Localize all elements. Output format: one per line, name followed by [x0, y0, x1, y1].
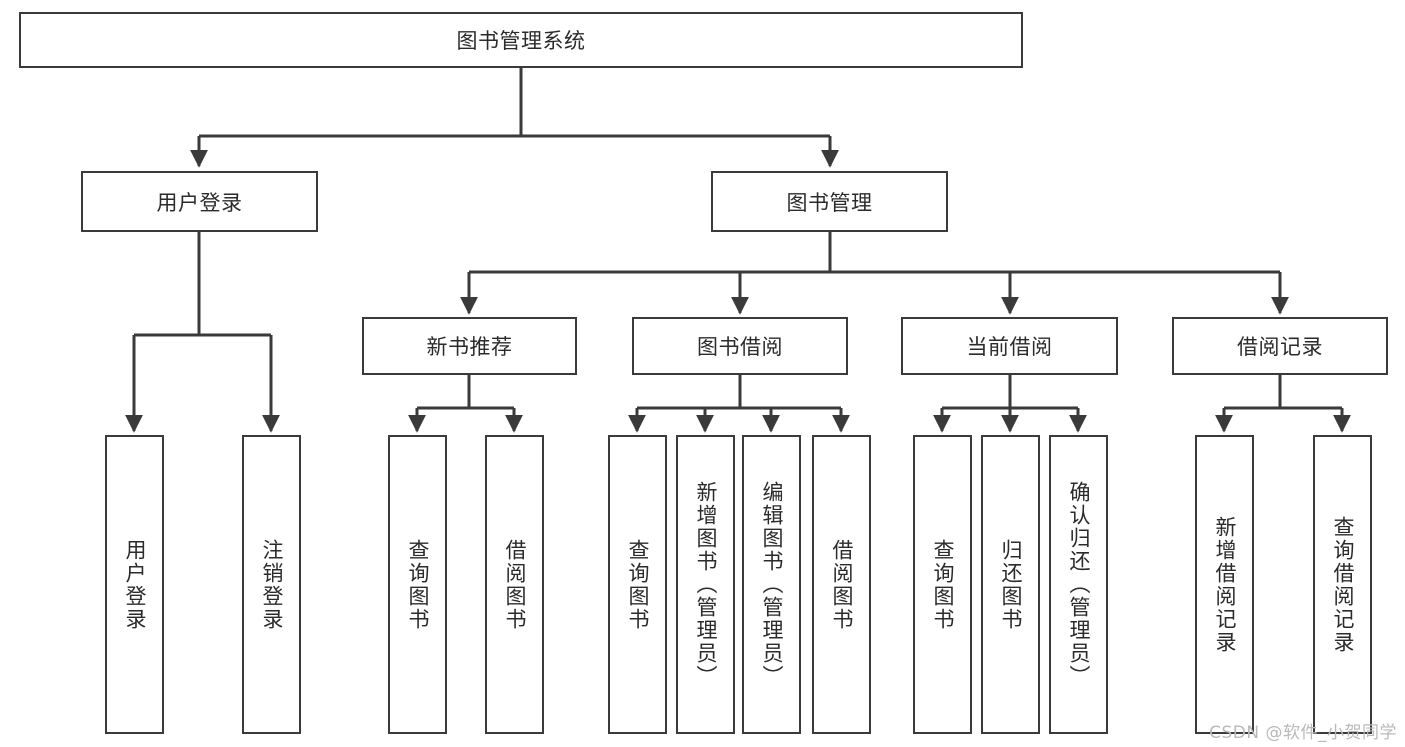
node-leaf-borrow-book-2[interactable]: 借阅图书 [812, 435, 871, 734]
node-label: 编辑图书（管理员） [759, 481, 784, 688]
node-leaf-add-book-admin[interactable]: 新增图书（管理员） [676, 435, 735, 734]
node-leaf-user-login[interactable]: 用户登录 [105, 435, 164, 734]
node-current-borrow[interactable]: 当前借阅 [901, 317, 1118, 375]
node-leaf-borrow-book-1[interactable]: 借阅图书 [485, 435, 544, 734]
node-label: 当前借阅 [966, 335, 1053, 359]
node-user-login[interactable]: 用户登录 [81, 171, 318, 232]
node-label: 图书管理 [786, 190, 873, 215]
node-leaf-return-book[interactable]: 归还图书 [981, 435, 1040, 734]
node-label: 查询图书 [625, 538, 650, 631]
node-label: 图书借阅 [697, 335, 783, 359]
node-label: 确认归还（管理员） [1066, 481, 1091, 688]
node-label: 用户登录 [122, 538, 147, 631]
node-leaf-add-borrow-record[interactable]: 新增借阅记录 [1195, 435, 1254, 734]
node-leaf-edit-book-admin[interactable]: 编辑图书（管理员） [742, 435, 801, 734]
node-label: 查询借阅记录 [1330, 515, 1355, 654]
node-leaf-confirm-return-admin[interactable]: 确认归还（管理员） [1049, 435, 1108, 734]
node-label: 借阅图书 [829, 538, 854, 631]
node-label: 借阅图书 [502, 538, 527, 631]
node-book-management-system[interactable]: 图书管理系统 [19, 12, 1023, 68]
node-label: 新增图书（管理员） [693, 481, 718, 688]
node-label: 新书推荐 [426, 335, 513, 359]
node-leaf-query-book-2[interactable]: 查询图书 [608, 435, 667, 734]
node-label: 用户登录 [156, 190, 243, 215]
node-label: 图书管理系统 [456, 29, 586, 53]
node-leaf-logout-login[interactable]: 注销登录 [242, 435, 301, 734]
node-book-management[interactable]: 图书管理 [711, 171, 948, 232]
node-label: 查询图书 [930, 538, 955, 631]
node-borrow-record[interactable]: 借阅记录 [1172, 317, 1388, 375]
node-leaf-query-borrow-record[interactable]: 查询借阅记录 [1313, 435, 1372, 734]
node-new-book-recommend[interactable]: 新书推荐 [362, 317, 577, 375]
node-leaf-query-book-3[interactable]: 查询图书 [913, 435, 972, 734]
watermark-text: CSDN @软件_小贺同学 [1209, 723, 1397, 743]
node-label: 注销登录 [259, 538, 284, 631]
node-label: 归还图书 [998, 538, 1023, 631]
node-leaf-query-book-1[interactable]: 查询图书 [388, 435, 447, 734]
node-label: 查询图书 [405, 538, 430, 631]
node-label: 新增借阅记录 [1212, 515, 1237, 654]
node-book-borrow[interactable]: 图书借阅 [632, 317, 848, 375]
node-label: 借阅记录 [1237, 335, 1323, 359]
